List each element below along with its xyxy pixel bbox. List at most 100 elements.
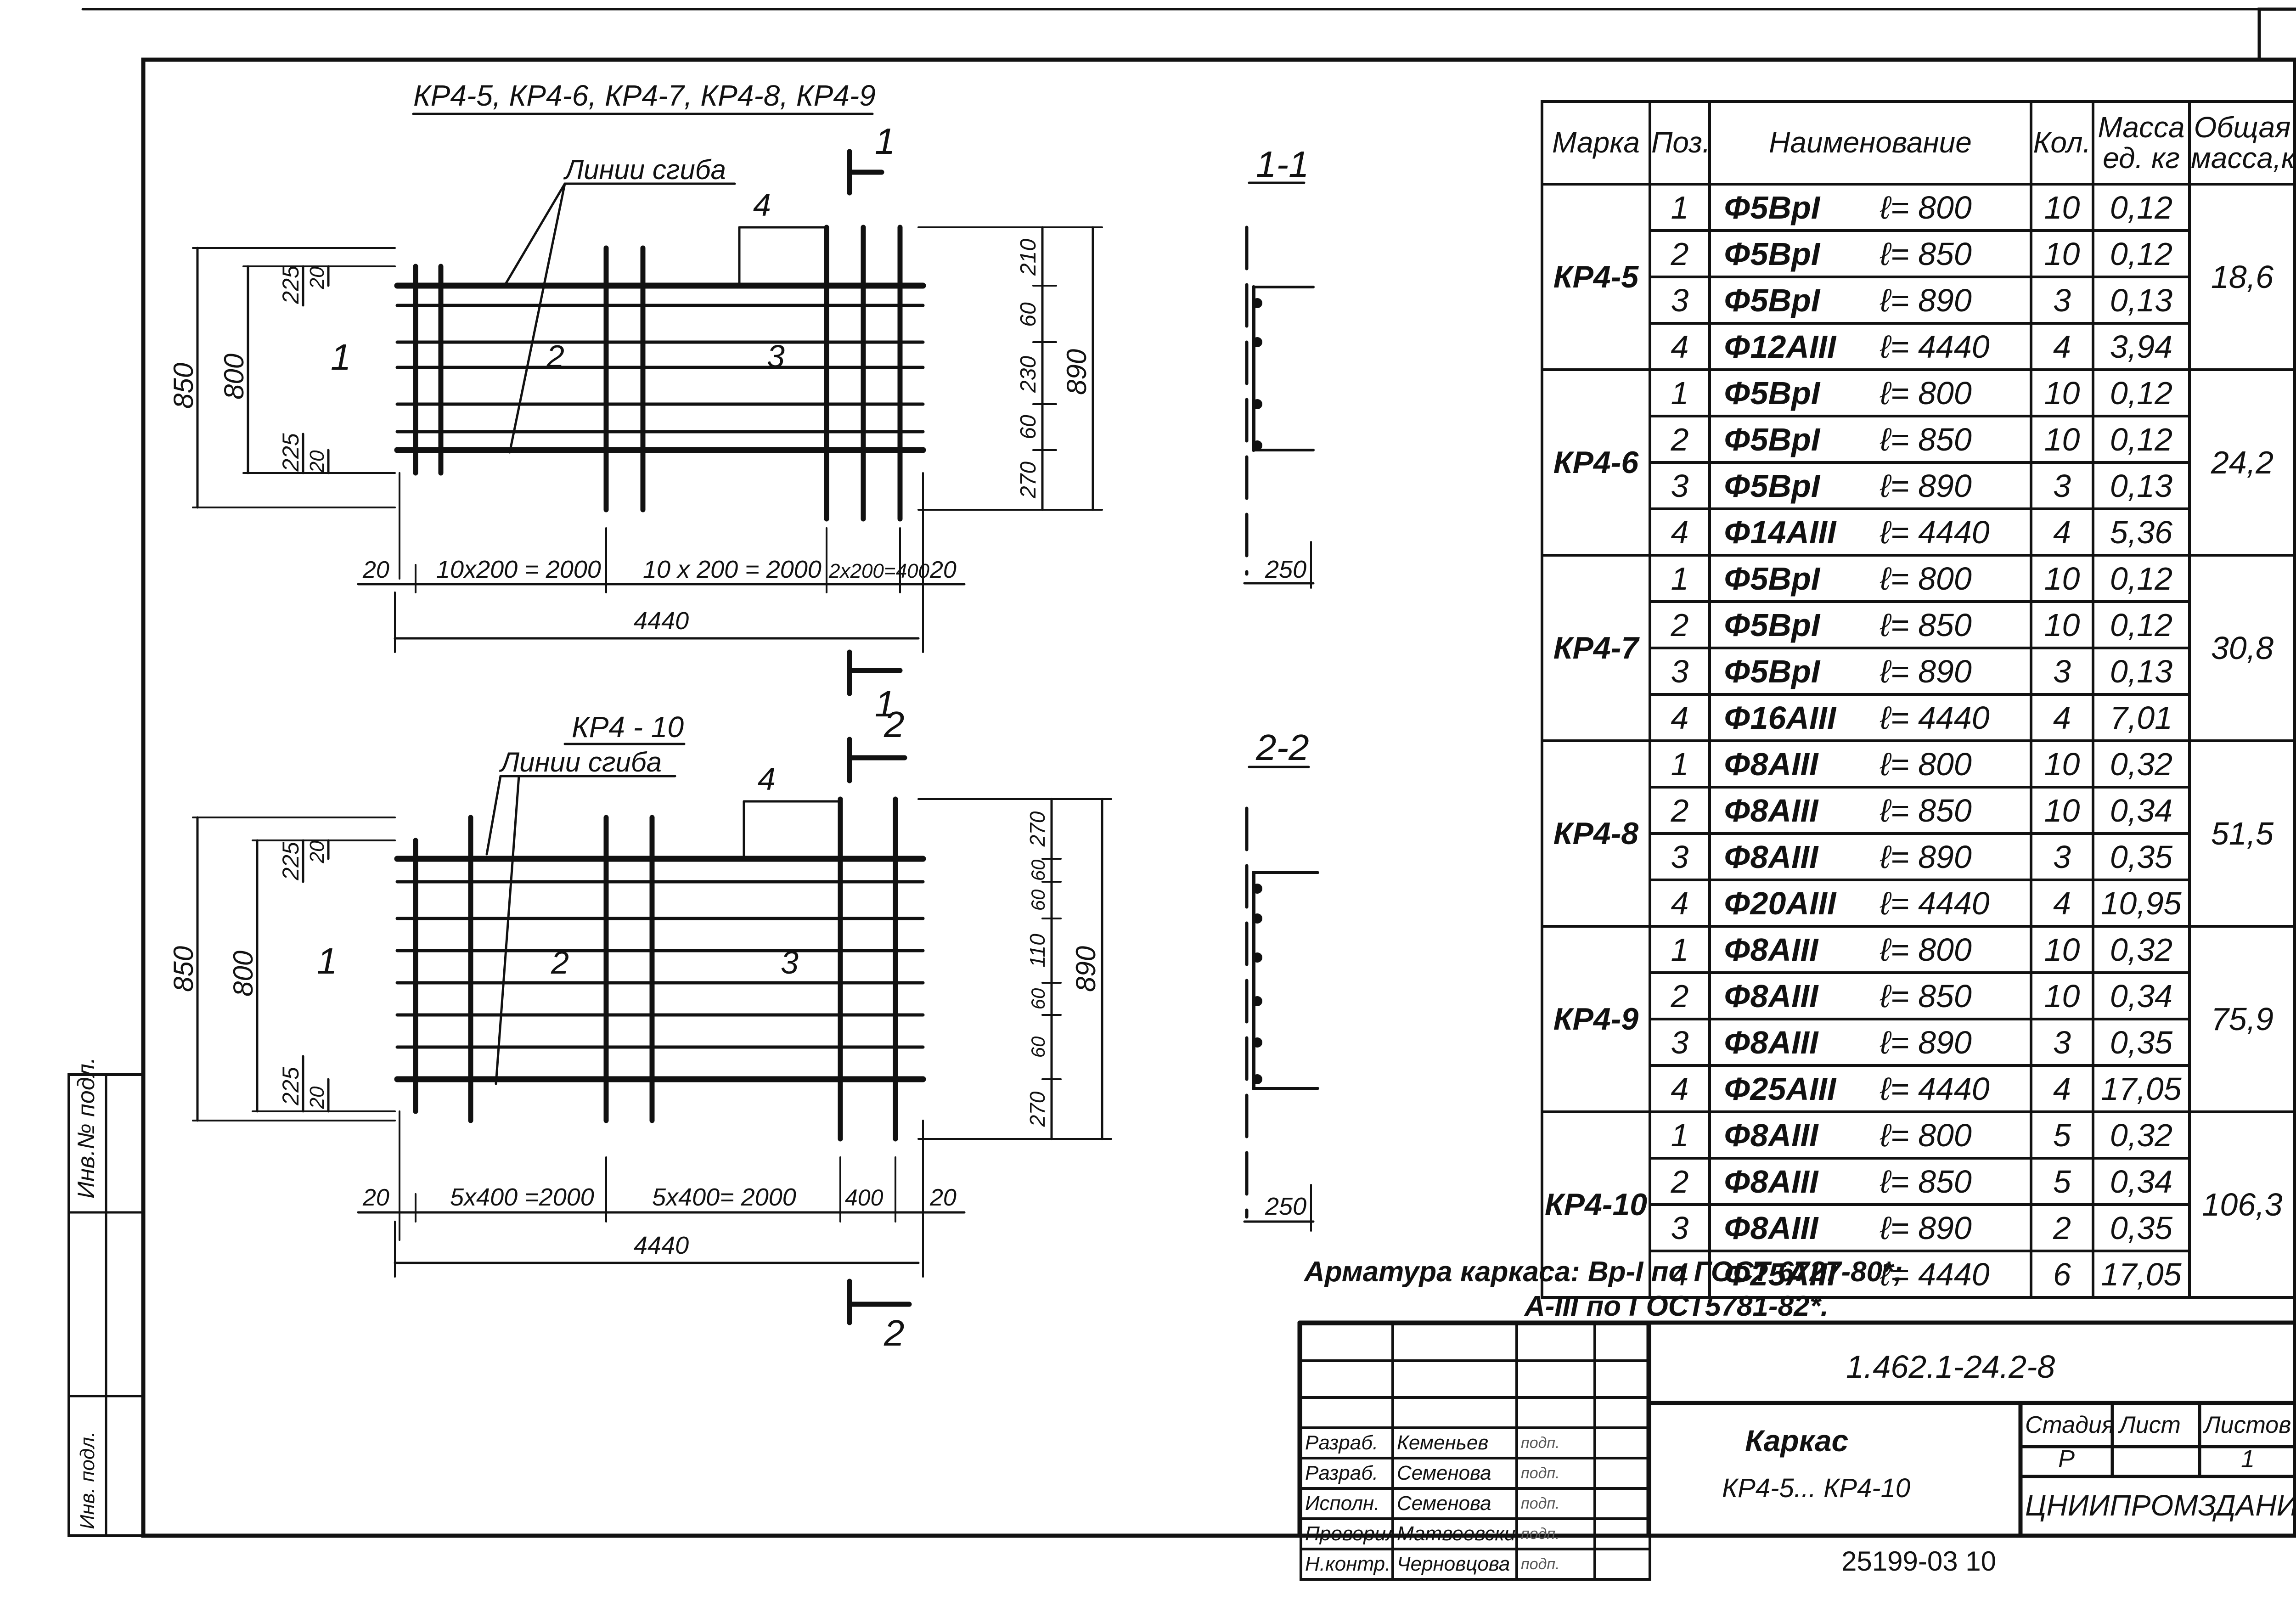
bar-length: ℓ= 4440 [1880, 328, 1990, 365]
bar-length: ℓ= 850 [1880, 978, 1972, 1014]
spec-unit-mass-cell: 0,12 [2092, 229, 2191, 278]
top-dim-left-inner: 800 [219, 354, 249, 400]
spec-mark-cell: КР4-10 [1541, 1110, 1651, 1299]
spec-mark-cell: КР4-8 [1541, 739, 1651, 928]
spec-qty-cell: 4 [2030, 322, 2094, 371]
spec-name-cell: Φ8АIII ℓ= 890 [1708, 1203, 2032, 1252]
top-dim-bottom-total: 4440 [634, 607, 689, 635]
bottom-dim-left-bot-a: 225 [278, 1067, 304, 1106]
spec-unit-mass-cell: 10,95 [2092, 879, 2191, 928]
spec-unit-mass-cell: 0,34 [2092, 971, 2191, 1020]
top-pos-4-label: 4 [753, 187, 771, 223]
signature-cell: подп. [1515, 1517, 1596, 1550]
bar-designation: Φ5ВрI [1724, 282, 1820, 318]
spec-unit-mass-cell: 0,13 [2092, 647, 2191, 696]
stage-value: Р [2058, 1445, 2075, 1473]
bottom-dim-bottom-part: 400 [845, 1185, 884, 1211]
bar-length: ℓ= 850 [1880, 607, 1972, 643]
spec-qty-cell: 3 [2030, 276, 2094, 325]
spec-pos-cell: 1 [1649, 1110, 1711, 1160]
top-dim-bottom-part: 2х200=400 [828, 560, 930, 582]
top-dim-bottom-part: 20 [929, 557, 957, 583]
spec-unit-mass-cell: 0,12 [2092, 554, 2191, 603]
spec-qty-cell: 10 [2030, 554, 2094, 603]
bottom-elevation-linework [192, 737, 1112, 1325]
bottom-pos-2-label: 2 [551, 945, 569, 980]
spec-pos-cell: 1 [1649, 368, 1711, 417]
name-cell: Семенова [1391, 1487, 1518, 1520]
doc-code: 1.462.1-24.2-8 [1846, 1349, 2055, 1385]
top-dim-right-part: 230 [1016, 356, 1041, 393]
section-2-title: 2-2 [1255, 727, 1309, 768]
bar-length: ℓ= 800 [1880, 189, 1972, 225]
sheets-header: Листов [2203, 1412, 2291, 1438]
bottom-dim-left-bot-b: 20 [306, 1086, 328, 1109]
role-cell: Разраб. [1300, 1426, 1394, 1459]
top-elevation-linework [192, 113, 1103, 696]
bottom-elevation-title: КР4 - 10 [572, 710, 684, 744]
bottom-bend-label: Линии сгиба [499, 747, 662, 777]
bar-designation: Φ12АIII [1724, 328, 1836, 365]
bottom-dim-bottom-total: 4440 [634, 1232, 689, 1259]
bar-length: ℓ= 800 [1880, 560, 1972, 597]
section-2-width: 250 [1265, 1193, 1306, 1220]
bar-designation: Φ5ВрI [1724, 468, 1820, 504]
spec-qty-cell: 3 [2030, 832, 2094, 881]
bar-designation: Φ8АIII [1724, 1210, 1818, 1246]
bar-designation: Φ5ВрI [1724, 375, 1820, 411]
bar-length: ℓ= 890 [1880, 1210, 1972, 1246]
signature-cell: подп. [1515, 1457, 1596, 1490]
spec-total-mass-cell: 51,5 [2188, 739, 2296, 928]
role-cell: Н.контр. [1300, 1548, 1394, 1581]
spec-unit-mass-cell: 0,35 [2092, 1018, 2191, 1067]
spec-unit-mass-cell: 7,01 [2092, 693, 2191, 742]
spec-qty-cell: 5 [2030, 1157, 2094, 1206]
section-2-linework [1243, 766, 1319, 1232]
spec-pos-cell: 2 [1649, 600, 1711, 649]
spec-unit-mass-cell: 3,94 [2092, 322, 2191, 371]
spec-name-cell: Φ12АIII ℓ= 4440 [1708, 322, 2032, 371]
item-title: Каркас [1745, 1424, 1848, 1458]
bar-length: ℓ= 4440 [1880, 514, 1990, 550]
bar-designation: Φ5ВрI [1724, 421, 1820, 457]
signature-cell: подп. [1515, 1426, 1596, 1459]
bar-length: ℓ= 890 [1880, 1024, 1972, 1060]
top-section-mark-upper: 1 [875, 121, 895, 162]
side-stamp-lower-label: Инв. подл. [76, 1431, 99, 1529]
bottom-dim-right-part: 60 [1027, 988, 1049, 1009]
spec-qty-cell: 10 [2030, 183, 2094, 232]
spec-qty-cell: 4 [2030, 693, 2094, 742]
bottom-pos-4-label: 4 [758, 761, 776, 797]
name-cell: Кеменьев [1391, 1426, 1518, 1459]
col-header-total-mass: Общая масса,кг [2188, 100, 2296, 186]
date-cell [1593, 1426, 1651, 1459]
spec-pos-cell: 2 [1649, 229, 1711, 278]
bar-designation: Φ8АIII [1724, 792, 1818, 828]
date-cell [1593, 1487, 1651, 1520]
top-dim-left-top-a: 225 [278, 265, 304, 304]
bar-length: ℓ= 890 [1880, 839, 1972, 875]
bar-length: ℓ= 850 [1880, 421, 1972, 457]
name-cell: Матвеевский [1391, 1517, 1518, 1550]
bar-designation: Φ8АIII [1724, 1163, 1818, 1200]
bar-length: ℓ= 890 [1880, 282, 1972, 318]
bar-length: ℓ= 850 [1880, 236, 1972, 272]
bar-designation: Φ5ВрI [1724, 189, 1820, 225]
bottom-dim-bottom-part: 20 [362, 1184, 389, 1211]
spec-total-mass-cell: 18,6 [2188, 183, 2296, 371]
bar-length: ℓ= 890 [1880, 653, 1972, 689]
spec-name-cell: Φ5ВрI ℓ= 800 [1708, 183, 2032, 232]
bar-designation: Φ5ВрI [1724, 653, 1820, 689]
footer-code: 25199-03 10 [1841, 1546, 1996, 1577]
